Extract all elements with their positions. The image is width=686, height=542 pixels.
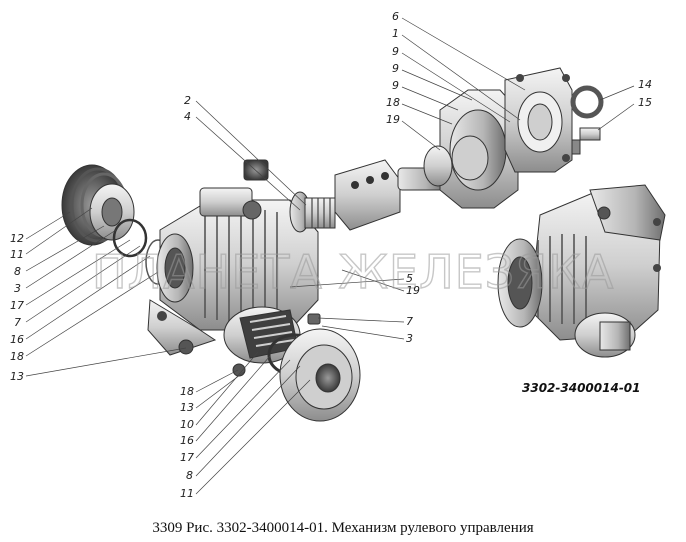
callout-3b: 3 <box>406 332 413 345</box>
callout-1: 1 <box>392 27 399 40</box>
seal-stack-left <box>61 164 171 285</box>
callout-18: 18 <box>10 350 24 363</box>
callout-3: 3 <box>14 282 21 295</box>
sector-shaft-assembly <box>178 306 361 422</box>
callout-6: 6 <box>392 10 399 23</box>
callout-18c: 18 <box>386 96 400 109</box>
callout-19b: 19 <box>386 113 400 126</box>
callout-9a: 9 <box>392 45 399 58</box>
callout-18b: 18 <box>180 385 194 398</box>
callout-7b: 7 <box>406 315 413 328</box>
part-number-label: 3302-3400014-01 <box>522 381 641 395</box>
callout-11: 11 <box>10 248 24 261</box>
upper-cover-assembly <box>423 67 604 209</box>
callout-7: 7 <box>14 316 21 329</box>
callout-5: 5 <box>406 272 413 285</box>
callout-10: 10 <box>180 418 194 431</box>
bolt-15 <box>571 127 601 155</box>
callout-9b: 9 <box>392 62 399 75</box>
callout-8: 8 <box>14 265 21 278</box>
assembled-steering-gear <box>497 184 666 358</box>
callout-15: 15 <box>638 96 652 109</box>
figure-caption: 3309 Рис. 3302-3400014-01. Механизм руле… <box>152 520 533 536</box>
callout-12: 12 <box>10 232 24 245</box>
callout-16: 16 <box>10 333 24 346</box>
callout-19: 19 <box>406 284 420 297</box>
callout-9c: 9 <box>392 79 399 92</box>
callout-labels: 12 11 8 3 17 7 16 18 13 2 4 5 19 7 3 18 … <box>10 10 652 500</box>
callout-16b: 16 <box>180 434 194 447</box>
callout-8b: 8 <box>186 469 193 482</box>
callout-13b: 13 <box>180 401 194 414</box>
callout-11b: 11 <box>180 487 194 500</box>
callout-14: 14 <box>638 78 652 91</box>
callout-13: 13 <box>10 370 24 383</box>
callout-17b: 17 <box>180 451 194 464</box>
callout-17: 17 <box>10 299 24 312</box>
watermark-text: ПЛАНЕТА ЖЕЛЕЗЯКА <box>92 245 614 299</box>
leader-lines <box>25 17 635 495</box>
callout-2: 2 <box>184 94 191 107</box>
callout-4: 4 <box>184 110 191 123</box>
control-valve-assembly <box>289 159 445 233</box>
